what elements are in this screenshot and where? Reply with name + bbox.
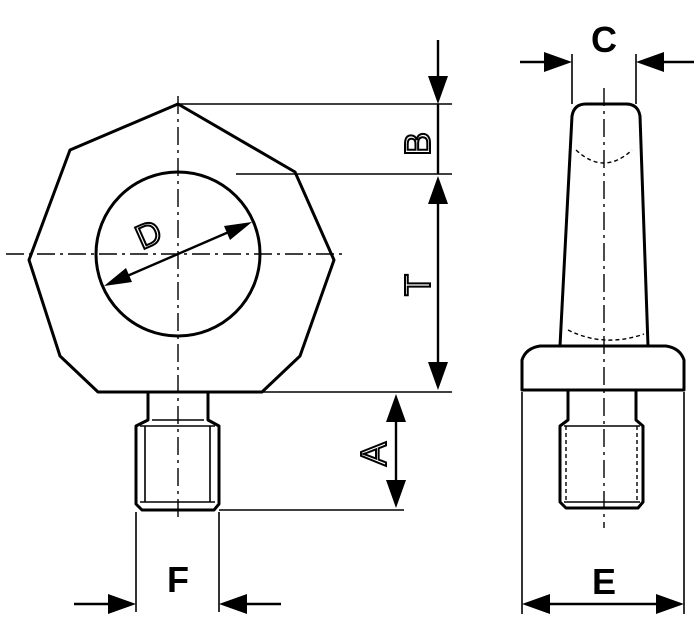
label-c: C bbox=[591, 19, 617, 60]
f-dimension bbox=[74, 512, 281, 614]
diameter-d-dimension bbox=[104, 222, 252, 286]
t-dimension bbox=[428, 176, 448, 390]
vertical-dimensions: B T A bbox=[178, 40, 452, 511]
c-dimension bbox=[520, 52, 694, 104]
label-e: E bbox=[592, 561, 616, 602]
b-dimension bbox=[428, 40, 448, 174]
side-base-flange bbox=[520, 344, 686, 392]
label-t: T bbox=[397, 274, 438, 296]
side-view bbox=[520, 88, 686, 528]
front-view: D bbox=[6, 96, 346, 522]
label-a: A bbox=[353, 442, 394, 466]
side-shank bbox=[558, 388, 645, 510]
a-dimension bbox=[386, 394, 406, 508]
label-b: B bbox=[397, 132, 438, 156]
label-f: F bbox=[167, 559, 189, 600]
e-dimension bbox=[521, 392, 685, 614]
